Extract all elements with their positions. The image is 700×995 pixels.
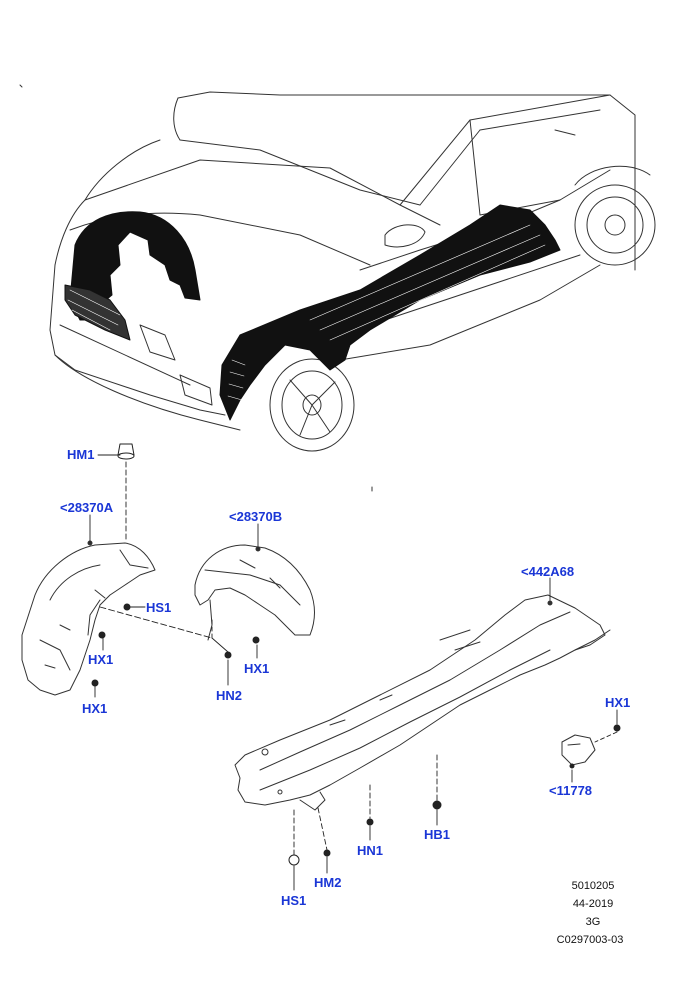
highlighted-parts: [64, 204, 561, 421]
undertray-442a68: [234, 594, 611, 811]
reference-line-4: C0297003-03: [556, 934, 624, 946]
callout-hx1-c[interactable]: HX1: [82, 701, 108, 716]
callout-28370a[interactable]: <28370A: [60, 500, 114, 515]
wheel-arch-liner-28370b: [194, 544, 315, 641]
callout-442a68[interactable]: <442A68: [521, 564, 575, 579]
callout-hx1-b[interactable]: HX1: [244, 661, 270, 676]
callout-hs1-lower[interactable]: HS1: [281, 893, 307, 908]
reference-line-3: 3G: [585, 916, 601, 928]
callout-28370b[interactable]: <28370B: [229, 509, 283, 524]
callout-hx1-a[interactable]: HX1: [88, 652, 114, 667]
reference-line-2: 44-2019: [572, 898, 614, 910]
callout-hn1[interactable]: HN1: [357, 843, 384, 858]
callout-hm1[interactable]: HM1: [67, 447, 95, 462]
leader-lines: [89, 454, 618, 891]
callout-11778[interactable]: <11778: [549, 783, 593, 798]
callout-hm2[interactable]: HM2: [314, 875, 342, 890]
callout-hb1[interactable]: HB1: [424, 827, 451, 842]
fasteners: [91, 443, 621, 866]
vehicle-outline: [19, 84, 656, 492]
reference-line-1: 5010205: [571, 880, 615, 892]
callout-hn2[interactable]: HN2: [216, 688, 243, 703]
wheel-arch-liner-28370a: [21, 540, 156, 696]
callout-hx1-right[interactable]: HX1: [605, 695, 631, 710]
bracket-11778: [561, 734, 596, 766]
callout-hs1-upper[interactable]: HS1: [146, 600, 172, 615]
